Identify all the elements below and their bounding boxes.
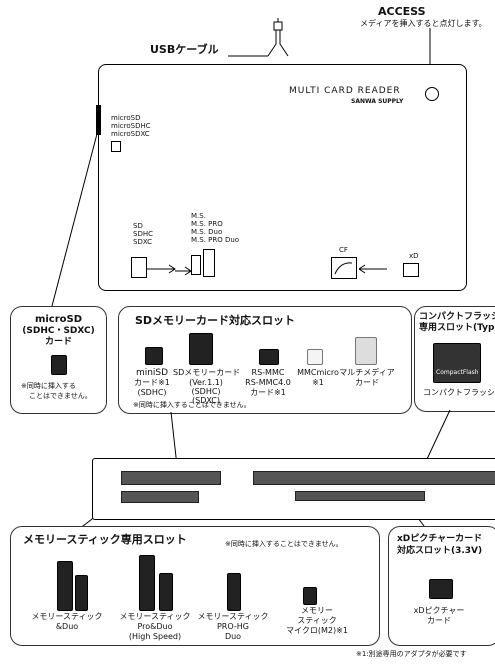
cf-label: コンパクトフラッシュ <box>423 388 495 397</box>
mmcmicro-card-image <box>307 349 323 365</box>
sd-box-title: SDメモリーカード対応スロット <box>135 314 296 327</box>
mmc-card-image <box>355 337 377 365</box>
microsd-note-2: ことはできません。 <box>29 392 92 400</box>
ms-duo-icon <box>191 255 201 275</box>
mmc-label-1: マルチメディア <box>339 368 395 377</box>
microsd-card-image <box>51 355 67 375</box>
sd-slot-label-2: SDHC <box>133 230 153 238</box>
microsd-info-box: microSD (SDHC・SDXC) カード ※同時に挿入する ことはできませ… <box>10 306 107 414</box>
xd-slot <box>295 491 425 501</box>
access-title: ACCESS <box>378 5 426 18</box>
ms-pro-image <box>139 555 155 611</box>
card-reader-body: MULTI CARD READER SANWA SUPPLY microSD m… <box>96 64 467 291</box>
microsd-card-icon <box>111 141 121 152</box>
ms-insert-arrow-icon <box>175 266 192 276</box>
ms-slot <box>121 491 199 503</box>
mmc-label-2: カード <box>355 378 379 387</box>
ms-slot-label-4: M.S. PRO Duo <box>191 236 240 244</box>
ms-box-note: ※同時に挿入することはできません。 <box>225 540 343 548</box>
ms-pro-hg-duo-image <box>227 573 241 611</box>
footnote: ※1:別途専用のアダプタが必要です <box>356 650 467 658</box>
minisd-label-3: (SDHC) <box>137 388 167 397</box>
memory-stick-info-box: メモリースティック専用スロット ※同時に挿入することはできません。 メモリーステ… <box>10 526 380 646</box>
ms-label-4c: マイクロ(M2)※1 <box>286 626 348 635</box>
ms-label-2c: (High Speed) <box>128 632 182 641</box>
microsd-slot-label-2: microSDHC <box>111 122 151 130</box>
sdcard-label-2: (Ver.1.1) <box>189 378 223 387</box>
ms-label-4a: メモリー <box>301 606 333 615</box>
memory-stick-image <box>57 561 73 611</box>
card-reader-front <box>92 458 495 520</box>
xd-card-icon <box>403 263 419 277</box>
sd-card-image <box>189 333 213 365</box>
microsd-slot-label-3: microSDXC <box>111 130 150 138</box>
compactflash-card-image: CompactFlash <box>433 343 481 383</box>
rsmmc-label-2: RS-MMC4.0 <box>245 378 291 387</box>
ms-label-3b: PRO-HG <box>216 622 249 631</box>
cf-title-2: 専用スロット(Type <box>419 323 495 333</box>
sd-slot-label-3: SDXC <box>133 238 153 246</box>
ms-box-title: メモリースティック専用スロット <box>23 533 187 546</box>
minisd-label-2: カード※1 <box>134 378 170 387</box>
ms-label-3a: メモリースティック <box>197 612 269 621</box>
cf-slot <box>253 471 495 485</box>
ms-slot-label-1: M.S. <box>191 212 206 220</box>
xd-label-1: xDピクチャー <box>413 606 465 615</box>
sd-slot-info-box: SDメモリーカード対応スロット miniSD カード※1 (SDHC) SDメモ… <box>118 306 412 414</box>
compactflash-card-text: CompactFlash <box>436 369 479 376</box>
access-led <box>425 87 439 101</box>
microsd-side-slot <box>96 105 101 135</box>
usb-cable-label: USBケーブル <box>150 43 219 56</box>
cf-slot-label: CF <box>339 246 348 254</box>
ms-slot-label-2: M.S. PRO <box>191 220 223 228</box>
access-description: メディアを挿入すると点灯します。 <box>360 19 487 28</box>
ms-pro-duo-image <box>159 573 173 611</box>
rsmmc-label-3: カード※1 <box>250 388 286 397</box>
microsd-title-2: (SDHC・SDXC) <box>22 326 95 336</box>
sd-slot <box>121 471 221 485</box>
cf-info-box: コンパクトフラッシ 専用スロット(Type CompactFlash コンパクト… <box>414 306 495 412</box>
rsmmc-label-1: RS-MMC <box>251 368 285 377</box>
microsd-title-3: カード <box>44 337 72 347</box>
ms-label-2a: メモリースティック <box>119 612 191 621</box>
xd-info-box: xDピクチャーカード 対応スロット(3.3V) xDピクチャー カード <box>388 526 495 646</box>
microsd-title-1: microSD <box>34 314 83 325</box>
minisd-label-1: miniSD <box>135 368 169 378</box>
sdcard-label-1: SDメモリーカード <box>173 368 241 377</box>
microsd-slot-label-1: microSD <box>111 114 141 122</box>
brand-name: SANWA SUPPLY <box>351 98 404 105</box>
xd-label-2: カード <box>427 616 451 625</box>
ms-label-4b: スティック <box>297 616 337 625</box>
cf-title-1: コンパクトフラッシ <box>419 312 495 322</box>
cf-card-icon <box>331 257 357 279</box>
ms-label-2b: Pro&Duo <box>137 622 173 631</box>
ms-label-1b: &Duo <box>55 622 79 631</box>
ms-label-1a: メモリースティック <box>31 612 103 621</box>
mmcmicro-label-2: ※1 <box>312 378 324 387</box>
usb-cable-icon <box>228 18 289 57</box>
xd-title-2: 対応スロット(3.3V) <box>397 546 483 556</box>
sd-box-note: ※同時に挿入することはできません。 <box>133 401 251 409</box>
ms-micro-image <box>303 587 317 605</box>
ms-icon <box>203 249 215 277</box>
sdcard-label-4: (SDXC) <box>192 396 220 405</box>
sd-slot-label-1: SD <box>133 222 143 230</box>
xd-card-image <box>429 579 453 599</box>
sdcard-label-3: (SDHC) <box>191 387 221 396</box>
mmcmicro-label-1: MMCmicro <box>297 368 339 377</box>
minisd-card-image <box>145 347 163 365</box>
sd-insert-arrow-icon <box>147 264 176 274</box>
product-name: MULTI CARD READER <box>289 86 401 96</box>
cf-insert-arrow-icon <box>359 264 387 274</box>
rsmmc-card-image <box>259 349 279 365</box>
ms-label-3c: Duo <box>224 632 242 641</box>
xd-title-1: xDピクチャーカード <box>397 534 483 544</box>
xd-slot-label: xD <box>409 252 419 260</box>
microsd-leader-line <box>51 129 99 307</box>
ms-slot-label-3: M.S. Duo <box>191 228 223 236</box>
memory-stick-duo-image <box>75 575 88 611</box>
sd-card-icon <box>131 257 147 278</box>
microsd-note-1: ※同時に挿入する <box>21 382 76 390</box>
